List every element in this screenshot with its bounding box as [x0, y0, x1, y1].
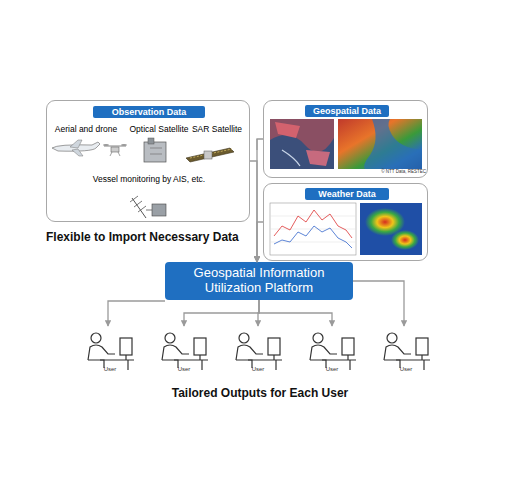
flow-arrow [184, 300, 259, 326]
user-icon [88, 333, 134, 370]
data-panel: Weather Data [263, 183, 428, 261]
node-text: User [304, 366, 360, 373]
node-text: Geospatial Information Utilization Platf… [171, 266, 347, 296]
node-text: User [156, 366, 212, 373]
caption-label: Tailored Outputs for Each User [100, 386, 420, 400]
data-panel: Observation DataAerial and drone Optical … [46, 100, 250, 222]
node-text: SAR Satellite [187, 125, 247, 135]
optical-satellite-icon [144, 138, 166, 162]
caption-label: Flexible to Import Necessary Data [46, 230, 286, 244]
satellite-image [270, 119, 334, 169]
node-text: © NTT Data, RESTEC [364, 169, 426, 174]
user-node: User [304, 326, 360, 378]
user-icon [384, 333, 430, 370]
weather-chart [270, 203, 356, 255]
user-icon [236, 333, 282, 370]
panel-heading: Geospatial Data [305, 105, 389, 117]
panel-heading: Weather Data [305, 188, 389, 200]
user-node: User [378, 326, 434, 378]
node-text: User [82, 366, 138, 373]
sar-satellite-icon [186, 148, 234, 162]
airplane-icon [52, 140, 100, 156]
node-text: User [378, 366, 434, 373]
flow-arrow [259, 300, 332, 326]
user-node: User [230, 326, 286, 378]
flow-arrow [258, 300, 259, 326]
node-text: Aerial and drone [51, 125, 121, 135]
flow-arrow [257, 139, 263, 262]
flow-arrow [353, 281, 404, 326]
platform-box: Geospatial Information Utilization Platf… [165, 262, 353, 300]
node-text: Vessel monitoring by AIS, etc. [67, 175, 231, 185]
flow-arrow [257, 222, 263, 262]
flow-arrow [250, 161, 257, 262]
elevation-map [338, 119, 422, 169]
node-text: User [230, 366, 286, 373]
ais-antenna-icon [130, 196, 166, 218]
user-icon [310, 333, 356, 370]
panel-heading: Observation Data [93, 106, 205, 118]
bus-line [256, 139, 257, 150]
user-node: User [156, 326, 212, 378]
flow-arrow [108, 301, 165, 326]
drone-icon [103, 144, 127, 156]
data-panel: Geospatial Data © NTT Data, RESTEC [263, 100, 428, 178]
node-text: Optical Satellite [127, 125, 191, 135]
user-icon [162, 333, 208, 370]
user-node: User [82, 326, 138, 378]
radar-map [360, 203, 422, 255]
